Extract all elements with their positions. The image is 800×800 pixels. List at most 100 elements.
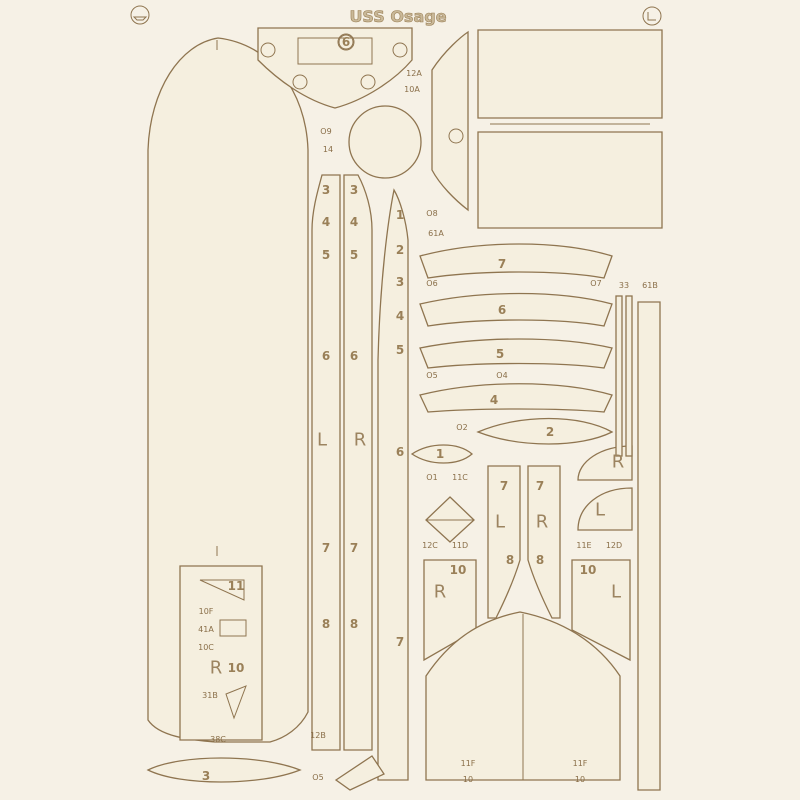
label: 10F (199, 607, 214, 616)
part-number: 4 (322, 215, 330, 229)
side-letter-right: R (612, 452, 625, 473)
part-number: 4 (490, 393, 498, 407)
label: O5 (426, 371, 437, 380)
part-number: 6 (350, 349, 358, 363)
side-letter-right: R (536, 512, 549, 533)
frame-part-3 (146, 757, 302, 783)
label: 61A (428, 229, 444, 238)
spine-strip-part (377, 188, 409, 781)
part-number: 5 (496, 347, 504, 361)
label: 11F (573, 759, 588, 768)
part-number: 4 (396, 309, 404, 323)
part-number: 10 (580, 563, 597, 577)
part-number: 5 (322, 248, 330, 262)
label: 11C (452, 473, 468, 482)
stern-panel-left (487, 465, 521, 619)
part-number: 6 (342, 35, 350, 49)
part-number: 4 (350, 215, 358, 229)
label: 10 (463, 775, 473, 784)
side-letter-left: L (611, 582, 621, 603)
part-number: 3 (350, 183, 358, 197)
part-number: 3 (322, 183, 330, 197)
part-number: 10 (228, 661, 245, 675)
keel-strip-left (311, 174, 341, 751)
part-number: 2 (396, 243, 404, 257)
part-number: 6 (498, 303, 506, 317)
part-number: 5 (396, 343, 404, 357)
label: 38C (210, 735, 226, 744)
ship-logo-icon (130, 5, 150, 25)
label: 11D (452, 541, 468, 550)
label: 10C (198, 643, 214, 652)
thin-strip-a (615, 295, 623, 457)
side-letter-right: R (210, 658, 223, 679)
keel-strip-right (343, 174, 373, 751)
part-number: 2 (546, 425, 554, 439)
frame-part-5 (419, 338, 613, 369)
part-number: 7 (498, 257, 506, 271)
label: 12A (406, 69, 422, 78)
frame-part-7 (419, 243, 613, 279)
laser-logo-icon (642, 6, 662, 26)
sheet-title: USS Osage (349, 7, 446, 26)
label: 11E (576, 541, 591, 550)
stern-panel-right (527, 465, 561, 619)
label: 41A (198, 625, 214, 634)
side-letter-left: L (595, 500, 605, 521)
wedge-part (334, 755, 385, 791)
part-number: 7 (536, 479, 544, 493)
deck-panel-lower (477, 131, 663, 229)
label: O1 (426, 473, 437, 482)
label: 14 (323, 145, 333, 154)
label: O9 (320, 127, 331, 136)
engraved-labels: 12A 10A O9 14 O8 61A O6 O7 O5 O4 O2 O1 3… (198, 69, 658, 784)
part-number: 7 (322, 541, 330, 555)
stern-hull-right (571, 559, 631, 662)
thin-strip-b (625, 295, 633, 457)
part-number: 8 (350, 617, 358, 631)
small-parts-panel (179, 565, 263, 741)
frame-part-2 (476, 417, 614, 445)
label: 12C (422, 541, 438, 550)
part-number: 10 (450, 563, 467, 577)
side-strip-part (431, 30, 469, 212)
label: 31B (202, 691, 218, 700)
label: 33 (619, 281, 629, 290)
side-letter-left: L (495, 512, 505, 533)
part-number: 3 (396, 275, 404, 289)
label: O7 (590, 279, 601, 288)
part-number-markers: 6 3 3 4 4 5 5 6 6 7 7 8 8 1 2 3 4 5 6 7 … (202, 34, 597, 783)
label: 61B (642, 281, 658, 290)
label: 10A (404, 85, 420, 94)
part-number: 1 (396, 208, 404, 222)
label: 11F (461, 759, 476, 768)
side-fin-left (577, 487, 633, 531)
part-number: 11 (228, 579, 245, 593)
part-number: 7 (500, 479, 508, 493)
part-number: 7 (396, 635, 404, 649)
frame-part-6 (419, 292, 613, 327)
round-deck-part (348, 105, 422, 179)
label: O2 (456, 423, 467, 432)
part-number: 8 (322, 617, 330, 631)
side-letter-left: L (317, 430, 327, 451)
label: 12D (606, 541, 622, 550)
deck-panel-upper (477, 29, 663, 119)
label: 10 (575, 775, 585, 784)
part-number: 8 (536, 553, 544, 567)
long-rail-part (637, 301, 661, 791)
part-number: 1 (436, 447, 444, 461)
label: O4 (496, 371, 507, 380)
part-number: 6 (396, 445, 404, 459)
part-number: 6 (322, 349, 330, 363)
frame-part-4 (419, 383, 613, 413)
label: O8 (426, 209, 437, 218)
part-number: 5 (350, 248, 358, 262)
side-letter-right: R (354, 430, 367, 451)
label: 12B (310, 731, 326, 740)
label: O5 (312, 773, 323, 782)
label: O6 (426, 279, 437, 288)
side-letter-right: R (434, 582, 447, 603)
